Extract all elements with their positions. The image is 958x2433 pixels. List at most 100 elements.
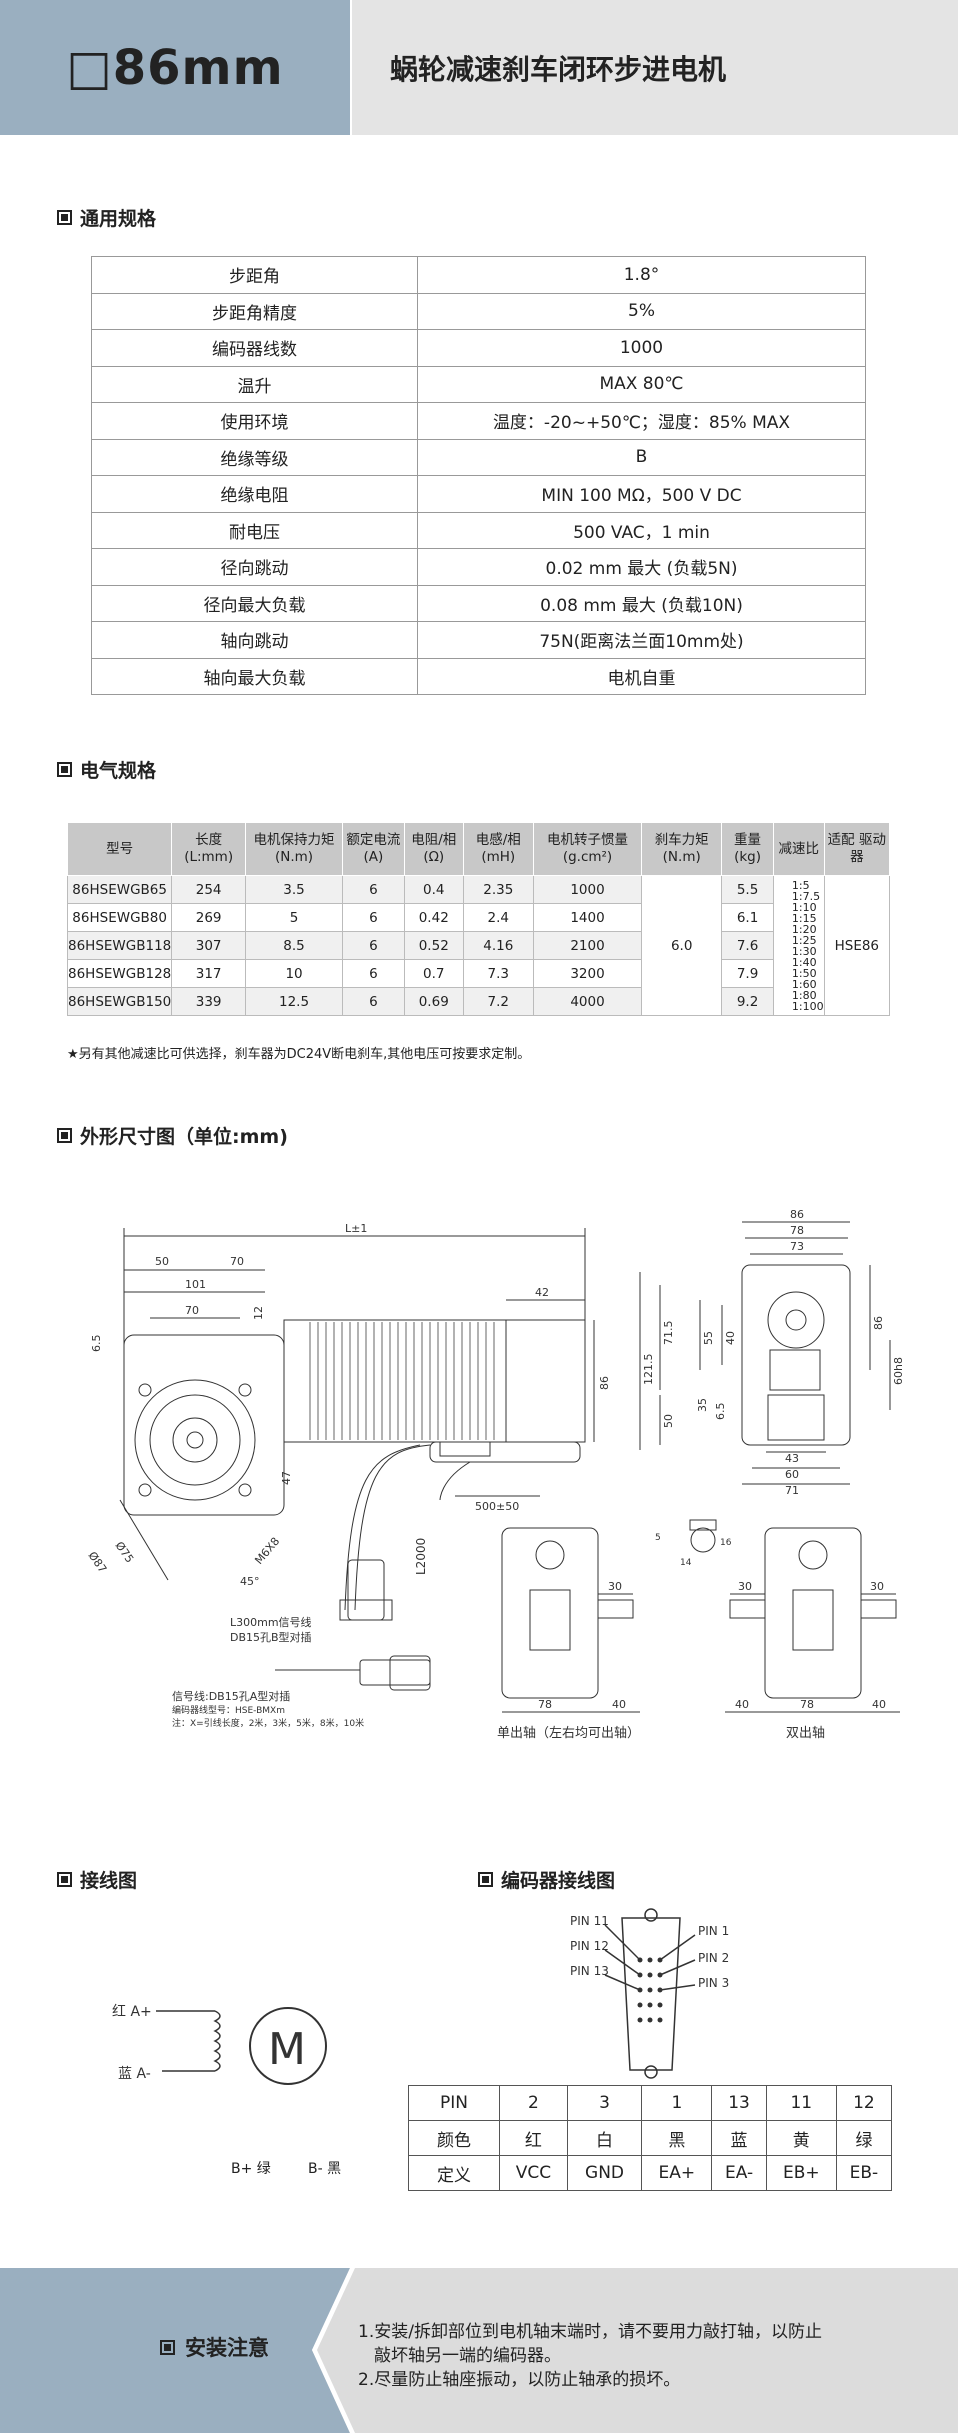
spec-name: 轴向最大负载 [91, 657, 418, 695]
ratio-item: 1:25 [791, 933, 817, 947]
caption-single-shaft: 单出轴（左右均可出轴） [497, 1726, 640, 1741]
table-cell: 7.2 [462, 987, 534, 1016]
column-header: 长度 (L:mm) [171, 822, 246, 876]
install-note-1: 1.安装/拆卸部位到电机轴末端时，请不要用力敲打轴，以防止 [358, 2322, 822, 2342]
table-cell: 254 [171, 875, 246, 904]
square-bullet-icon [57, 210, 72, 225]
electrical-note: ★另有其他减速比可供选择，刹车器为DC24V断电刹车,其他电压可按要求定制。 [67, 1047, 531, 1062]
ratio-item: 1:80 [791, 988, 817, 1002]
table-cell: 6 [342, 875, 405, 904]
table-cell: 7.3 [462, 959, 534, 988]
table-cell: 4000 [532, 987, 643, 1016]
dim-70b: 70 [185, 1304, 199, 1317]
dim-71-5: 71.5 [662, 1321, 675, 1346]
ratio-item: 1:5 [791, 878, 810, 892]
square-bullet-icon [57, 1872, 72, 1887]
dim-dbl78: 78 [800, 1698, 814, 1711]
table-cell: 339 [171, 987, 246, 1016]
dim-m6: M6X8 [252, 1535, 282, 1567]
dim-71: 71 [785, 1484, 799, 1497]
encoder-cell: 红 [499, 2120, 568, 2156]
wire-b-minus: B- 黑 [308, 2161, 342, 2177]
weight-cell: 5.5 [721, 875, 774, 904]
dim-50: 50 [155, 1255, 169, 1268]
column-header: 电感/相 (mH) [462, 822, 534, 876]
encoder-cell: 12 [835, 2085, 893, 2121]
spec-name: 轴向跳动 [91, 621, 418, 659]
install-note-2: 2.尽量防止轴座振动，以防止轴承的损坏。 [358, 2370, 681, 2390]
dim-top86: 86 [790, 1208, 804, 1221]
column-header: 型号 [66, 822, 173, 876]
dim-121-5: 121.5 [642, 1354, 655, 1386]
table-cell: 8.5 [244, 931, 344, 960]
column-header: 减速比 [772, 822, 825, 876]
install-title: 安装注意 [160, 2332, 269, 2362]
spec-name: 径向跳动 [91, 548, 418, 586]
table-cell: 269 [171, 903, 246, 932]
dim-d75: Ø75 [113, 1539, 137, 1565]
encoder-cell: 定义 [408, 2155, 500, 2191]
wire-b-plus: B+ 绿 [231, 2161, 271, 2177]
spec-name: 绝缘电阻 [91, 475, 418, 513]
column-header: 适配 驱动器 [823, 822, 891, 876]
section-wiring-title: 接线图 [57, 1866, 137, 1893]
motor-wiring: 红 A+ 蓝 A- M [112, 2004, 327, 2085]
table-cell: 10 [244, 959, 344, 988]
dim-40: 40 [724, 1331, 737, 1345]
spec-name: 径向最大负载 [91, 584, 418, 622]
encoder-cell: 13 [711, 2085, 767, 2121]
key-detail: 5 14 16 [655, 1519, 732, 1568]
general-spec-row: 轴向最大负载电机自重 [91, 657, 866, 695]
section-dimension-title: 外形尺寸图（单位:mm) [57, 1122, 288, 1149]
table-cell: 4.16 [462, 931, 534, 960]
pin-label-2: PIN 2 [698, 1951, 729, 1965]
encoder-cell: EA- [711, 2155, 767, 2191]
brake-torque-cell: 6.0 [641, 875, 723, 1016]
dim-70: 70 [230, 1255, 244, 1268]
dim-cable: 500±50 [475, 1500, 519, 1513]
pin-label-12: PIN 12 [570, 1939, 609, 1953]
driver-cell: HSE86 [823, 875, 891, 1016]
dim-60h8: 60h8 [892, 1357, 905, 1385]
encoder-cell: VCC [499, 2155, 568, 2191]
section-electrical-title: 电气规格 [57, 756, 156, 783]
encoder-cell: 蓝 [711, 2120, 767, 2156]
weight-cell: 7.9 [721, 959, 774, 988]
square-bullet-icon [57, 1128, 72, 1143]
table-cell: 12.5 [244, 987, 344, 1016]
table-cell: 1000 [532, 875, 643, 904]
label-encoder-model: 编码器线型号：HSE-BMXm [172, 1704, 285, 1716]
table-cell: 3.5 [244, 875, 344, 904]
table-cell: 0.42 [403, 903, 464, 932]
dim-6-5: 6.5 [90, 1335, 103, 1353]
dim-single30: 30 [608, 1580, 622, 1593]
install-note-1-cont: 敲坏轴另一端的编码器。 [374, 2346, 561, 2366]
spec-value: MAX 80℃ [417, 365, 866, 403]
dim-35: 35 [696, 1398, 709, 1412]
ratio-item: 1:50 [791, 966, 817, 980]
dim-key5: 5 [655, 1533, 661, 1543]
dim-dbl40b: 40 [872, 1698, 886, 1711]
section-general-title: 通用规格 [57, 204, 156, 231]
spec-name: 编码器线数 [91, 329, 418, 367]
table-cell: 1400 [532, 903, 643, 932]
ratio-item: 1:30 [791, 944, 817, 958]
column-header: 电机转子惯量 (g.cm²) [532, 822, 643, 876]
encoder-cell: 1 [641, 2085, 713, 2121]
encoder-cell: PIN [408, 2085, 500, 2121]
dim-key16: 16 [720, 1538, 732, 1548]
dim-12: 12 [252, 1306, 265, 1320]
motor-symbol: M [268, 2024, 306, 2075]
label-db15-a: 信号线:DB15孔A型对插 [172, 1689, 290, 1703]
